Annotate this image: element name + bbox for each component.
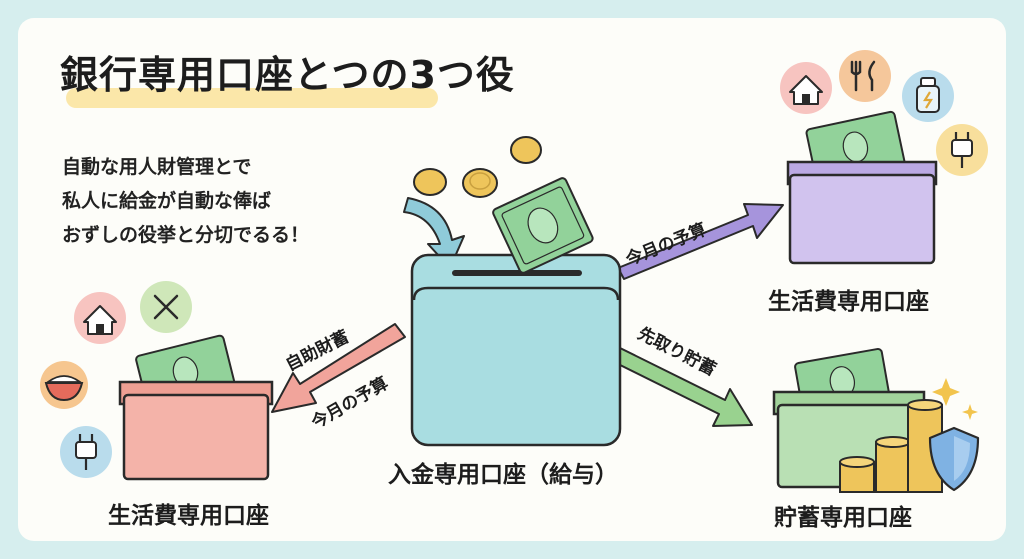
deposit-account-label: 入金専用口座（給与） xyxy=(388,462,618,488)
plug-icon-left xyxy=(60,426,112,478)
house-icon xyxy=(780,62,832,114)
savings-account-label: 貯蓄専用口座 xyxy=(774,505,912,531)
description-line: 自動な用人財管理とで xyxy=(62,156,252,178)
sparkle-icon xyxy=(932,378,978,420)
fork-knife-icon xyxy=(839,50,891,102)
shield-icon xyxy=(928,426,980,492)
left-account-box xyxy=(118,334,274,481)
arrow-to-savings-account xyxy=(613,347,753,427)
house-icon-left xyxy=(74,292,126,344)
deposit-account-box xyxy=(410,177,622,447)
fork-knife-icon-left xyxy=(140,281,192,333)
description-line: 私人に給金が自動な俸ば xyxy=(62,190,272,212)
description: 自動な用人財管理とで 私人に給金が自動な俸ば おずしの役挙と分切でるる！ xyxy=(62,150,309,252)
bottle-icon xyxy=(902,70,954,122)
page-title: 銀行専用口座とつの3つ役 xyxy=(60,53,515,97)
title-highlight xyxy=(66,88,438,108)
title-area: 銀行専用口座とつの3つ役 xyxy=(60,44,515,108)
living-account-box xyxy=(786,110,938,265)
plug-icon xyxy=(936,124,988,176)
arrow-to-left-account xyxy=(271,323,406,413)
description-line: おずしの役挙と分切でるる！ xyxy=(62,224,310,246)
arrow-to-living-account xyxy=(617,203,784,280)
rice-bowl-icon xyxy=(40,361,88,409)
living-account-label-right: 生活費専用口座 xyxy=(768,289,929,315)
living-account-label-left: 生活費専用口座 xyxy=(108,503,269,529)
coin-icon xyxy=(413,136,542,198)
